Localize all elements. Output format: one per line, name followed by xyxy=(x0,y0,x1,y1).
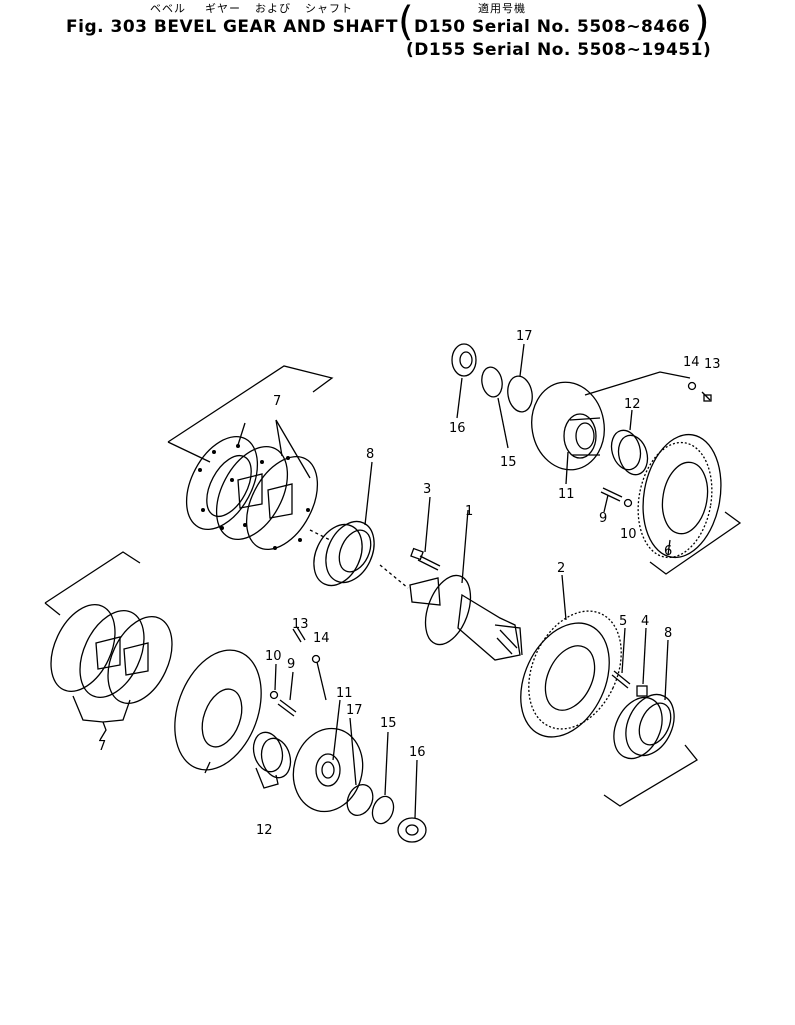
upper-shim-2 xyxy=(215,446,289,540)
upper-shim-1 xyxy=(185,436,259,530)
kana-and: および xyxy=(255,2,291,15)
nut-4 xyxy=(636,685,648,697)
label-9-lower: 9 xyxy=(287,657,295,672)
label-6-upper: 6 xyxy=(664,544,672,559)
lower-bolt-13 xyxy=(292,626,306,643)
lower-housing-6 xyxy=(174,649,262,771)
upper-housing-6 xyxy=(637,433,722,559)
label-1: 1 xyxy=(465,504,473,519)
lower-bolt-9 xyxy=(277,699,297,717)
label-10-upper: 10 xyxy=(620,527,637,542)
serial-line-1: D150 Serial No. 5508~8466 xyxy=(414,17,691,37)
upper-shims-12 xyxy=(610,429,649,476)
pinion-shaft-1 xyxy=(409,574,523,661)
upper-washer-15 xyxy=(481,366,503,398)
label-4: 4 xyxy=(641,614,649,629)
label-7-upper: 7 xyxy=(273,394,281,409)
label-17-lower: 17 xyxy=(346,703,363,718)
label-7-lower: 7 xyxy=(98,739,106,754)
upper-shim-bracket xyxy=(167,365,334,463)
label-16-upper: 16 xyxy=(449,421,466,436)
label-3: 3 xyxy=(423,482,431,497)
serial-line-2: (D155 Serial No. 5508~19451) xyxy=(406,40,712,60)
upper-shim-3 xyxy=(245,456,319,550)
upper-washer-10 xyxy=(623,498,633,508)
lower-cage-11 xyxy=(292,727,364,813)
label-11-upper: 11 xyxy=(558,487,575,502)
lower-shim-3 xyxy=(107,616,173,704)
lower-o-ring-17 xyxy=(346,783,374,817)
label-2: 2 xyxy=(557,561,565,576)
upper-seal-16 xyxy=(451,343,477,377)
label-11-lower: 11 xyxy=(336,686,353,701)
label-14-upper: 14 xyxy=(683,355,700,370)
lower-seal-16 xyxy=(397,817,427,843)
label-12-lower: 12 xyxy=(256,823,273,838)
upper-bolt-13 xyxy=(701,391,712,402)
kana-shaft: シャフト xyxy=(305,2,353,15)
kana-gear: ギヤー xyxy=(205,2,241,15)
label-17-upper: 17 xyxy=(516,329,533,344)
bolt-5 xyxy=(611,670,631,689)
bolt-3 xyxy=(410,547,441,571)
lower-shims-12 xyxy=(252,731,292,779)
upper-o-ring-17 xyxy=(507,375,533,413)
close-paren: ) xyxy=(694,0,710,45)
bevel-gear-2 xyxy=(520,610,622,738)
kana-applicable: 適用号機 xyxy=(478,2,526,15)
label-9-upper: 9 xyxy=(599,511,607,526)
lower-washer-15 xyxy=(371,795,395,825)
upper-bolt-14-washer xyxy=(687,381,697,391)
label-10-lower: 10 xyxy=(265,649,282,664)
kana-bevel: ベベル xyxy=(150,2,186,15)
lower-shim-1 xyxy=(50,604,116,692)
label-15-lower: 15 xyxy=(380,716,397,731)
upper-bearing-8 xyxy=(313,520,375,587)
lower-washer-10 xyxy=(269,690,279,700)
label-8-lower: 8 xyxy=(664,626,672,641)
label-5: 5 xyxy=(619,614,627,629)
label-13-lower: 13 xyxy=(292,617,309,632)
label-13-upper: 13 xyxy=(704,357,721,372)
lower-washer-14 xyxy=(311,654,321,664)
label-16-lower: 16 xyxy=(409,745,426,760)
label-12-upper: 12 xyxy=(624,397,641,412)
upper-bolt-9 xyxy=(600,487,623,502)
label-8-upper: 8 xyxy=(366,447,374,462)
upper-cage-11 xyxy=(531,381,605,471)
figure-title: Fig. 303 BEVEL GEAR AND SHAFT xyxy=(66,17,398,37)
label-15-upper: 15 xyxy=(500,455,517,470)
label-14-lower: 14 xyxy=(313,631,330,646)
lower-bearing-8 xyxy=(613,693,675,760)
open-paren: ( xyxy=(398,0,414,45)
lower-shim-2 xyxy=(79,610,145,698)
